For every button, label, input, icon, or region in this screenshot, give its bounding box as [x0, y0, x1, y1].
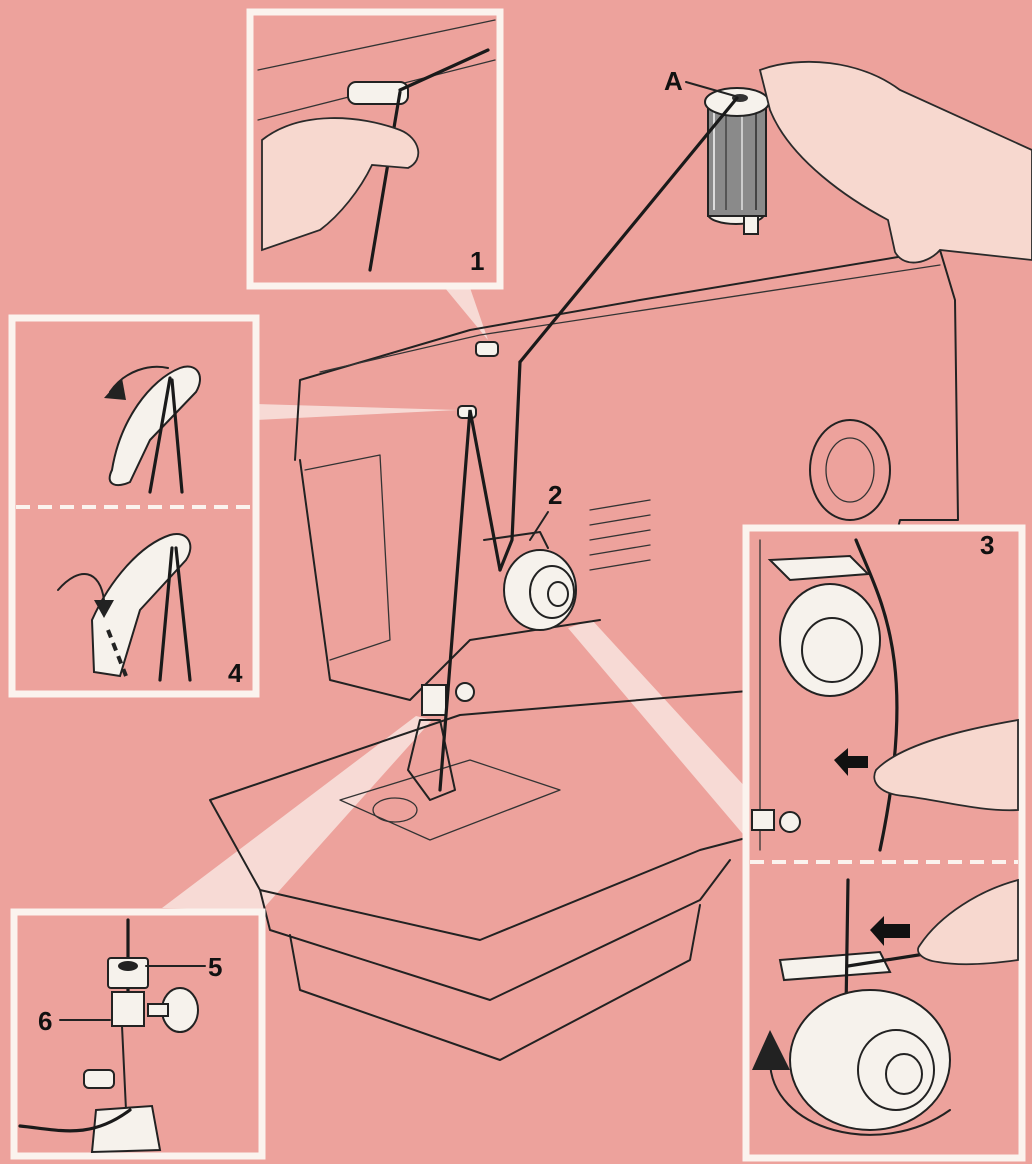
- step3-label: 3: [980, 530, 994, 560]
- inset3-guide-plate: [767, 554, 871, 582]
- inset56-needle-bar: [107, 957, 149, 989]
- inset-step3: 3: [742, 524, 1026, 1162]
- spool-pin-pointer: [685, 81, 736, 97]
- step2-label: 2: [548, 480, 562, 510]
- inset1-thread-guide: [347, 81, 409, 105]
- beam-step56: [162, 716, 432, 910]
- thread-spool-to-guide: [518, 96, 739, 364]
- inset3-needle-screw: [751, 809, 775, 831]
- handwheel-inner: [825, 437, 875, 503]
- inset4-curved-arrow-upper: [109, 365, 169, 393]
- thread-path: [438, 96, 739, 792]
- sewing-machine: [209, 60, 1032, 1061]
- handwheel: [809, 419, 891, 521]
- inset3-hand-upper: [873, 718, 1019, 812]
- inset-step5-6: 5 6: [10, 908, 266, 1160]
- step2-pointer: [529, 511, 549, 541]
- beam-step4: [256, 404, 458, 420]
- inset-step4: 4: [8, 314, 260, 698]
- inset4-takeup-lever-lower: [90, 533, 192, 678]
- air-vents: [589, 499, 651, 571]
- thread-to-takeup: [446, 409, 502, 692]
- machine-face: [304, 454, 391, 661]
- inset3-hand-lower: [917, 878, 1019, 966]
- step6-label: 6: [38, 1006, 52, 1036]
- callout-beams: [162, 282, 748, 910]
- inset1-hand: [261, 117, 420, 252]
- needle-plate: [339, 759, 561, 841]
- hand-top-right: [758, 60, 1032, 264]
- machine-head-front: [299, 459, 601, 701]
- machine-top-edge: [319, 264, 941, 373]
- inset4-curved-arrow-lower: [57, 573, 105, 601]
- inset3-arrow-upper: [834, 748, 868, 776]
- tension-dial: [483, 531, 577, 631]
- machine-base-front: [259, 859, 731, 1001]
- thread-spool: [704, 87, 770, 235]
- bobbin-cover: [372, 797, 418, 823]
- step5-label: 5: [208, 952, 222, 982]
- inset3-arrow-lower: [870, 916, 910, 946]
- inset3-rotation-arrow: [769, 1059, 951, 1136]
- presser-foot: [407, 719, 456, 801]
- thread-guide-top: [457, 341, 499, 419]
- needle-clamp: [421, 684, 447, 716]
- machine-base-bottom: [289, 904, 701, 1061]
- inset56-presser-foot: [90, 1104, 162, 1154]
- step1-label: 1: [470, 246, 484, 276]
- thread-to-needle: [438, 688, 450, 792]
- step4-label: 4: [228, 658, 243, 688]
- beam-step3: [568, 620, 748, 840]
- thread-guide-down: [498, 360, 522, 572]
- beam-step1: [440, 282, 488, 340]
- inset4-takeup-lever-upper: [108, 365, 201, 487]
- inset-step1: 1: [246, 8, 504, 290]
- spool-pin-label: A: [664, 66, 683, 96]
- inset56-presser-screw: [83, 1069, 115, 1089]
- needle-clamp-screw: [455, 682, 475, 702]
